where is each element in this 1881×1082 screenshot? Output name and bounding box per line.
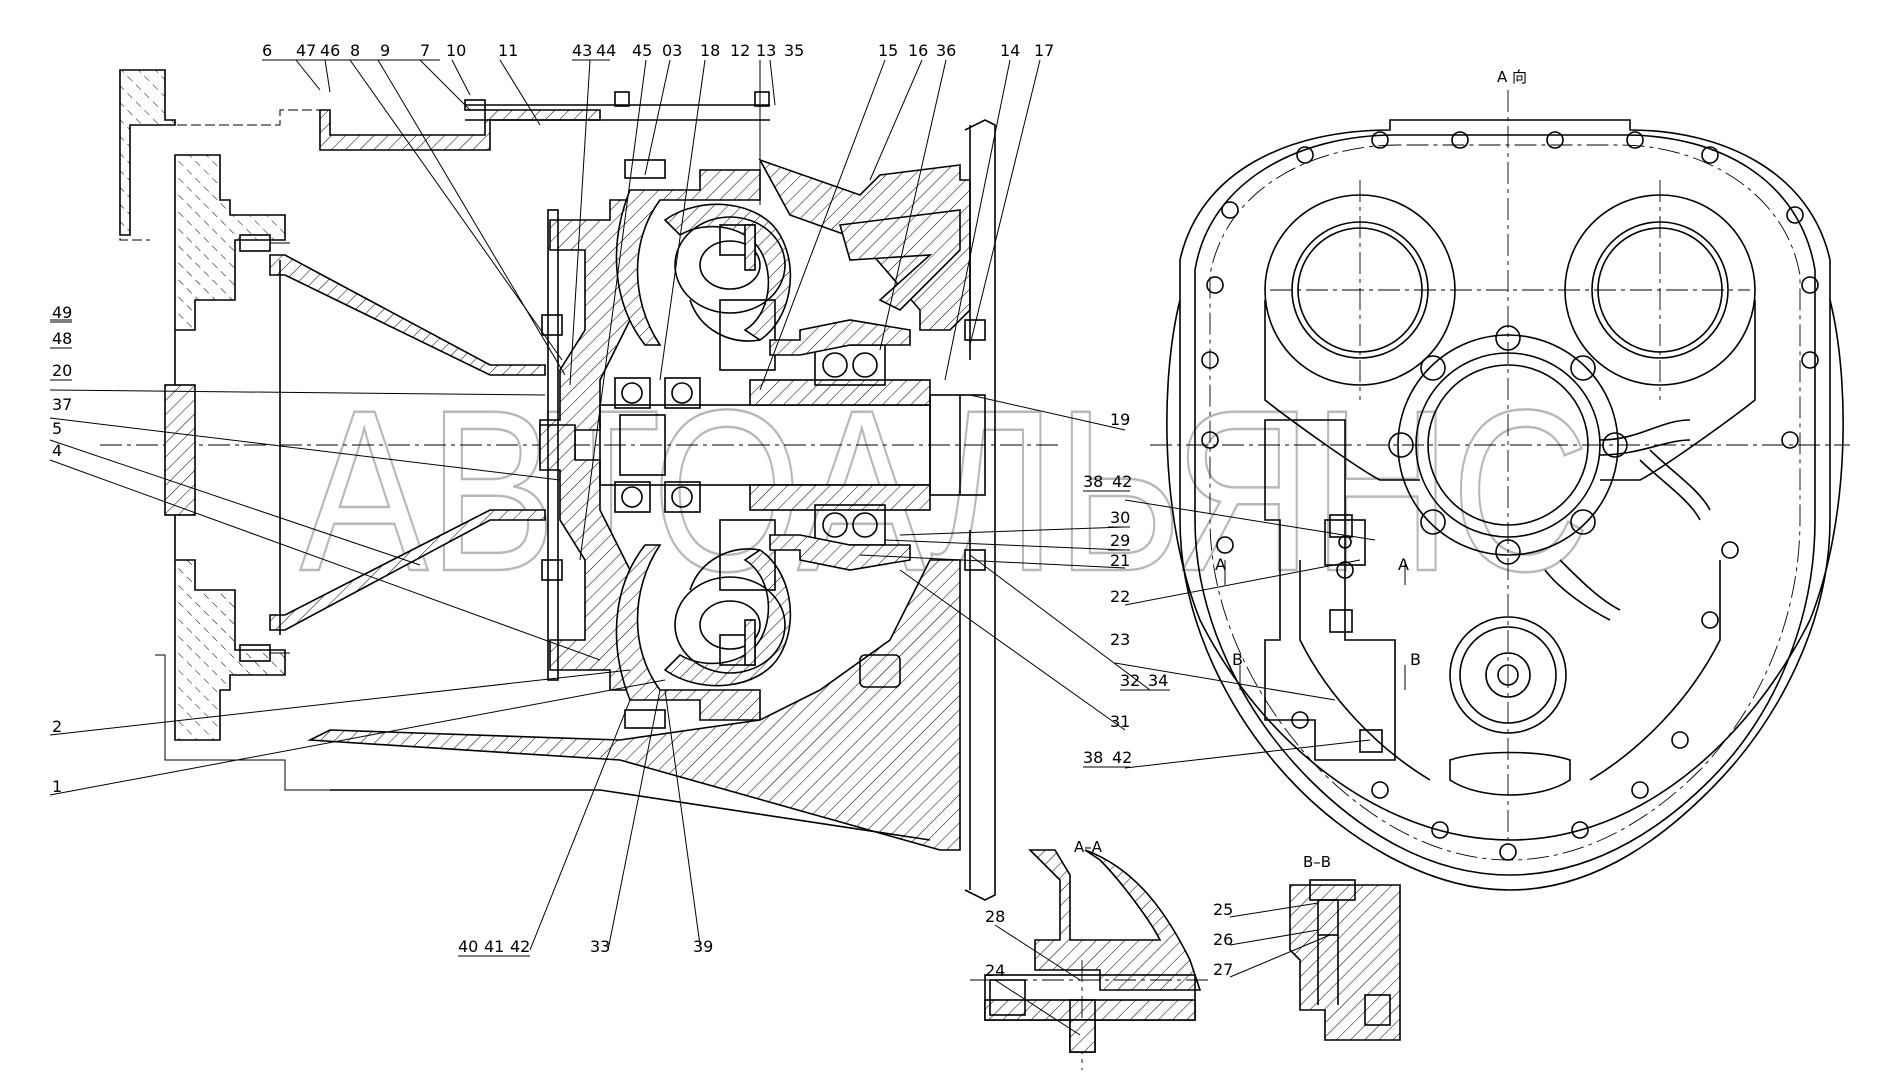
callout-33: 33	[590, 937, 610, 956]
callout-18: 18	[700, 41, 720, 60]
callout-13: 13	[756, 41, 776, 60]
callout-44: 44	[596, 41, 616, 60]
callout-4: 4	[52, 441, 62, 460]
callout-15: 15	[878, 41, 898, 60]
callout-1: 1	[52, 777, 62, 796]
section-a-a: A–A	[970, 838, 1210, 1070]
section-bb-title: B–B	[1303, 853, 1331, 871]
callout-03: 03	[662, 41, 682, 60]
callout-48: 48	[52, 329, 72, 348]
perimeter-bolts	[1201, 131, 1819, 861]
converter-lower	[663, 519, 792, 687]
main-section-view	[100, 69, 1060, 901]
callout-labels: 6 47 46 8 9 7 10 11 43 44 45 03 18 12 13…	[52, 41, 1233, 980]
section-aa-title: A–A	[1074, 838, 1103, 856]
callout-43: 43	[572, 41, 592, 60]
callout-46: 46	[320, 41, 340, 60]
callout-34: 34	[1148, 671, 1168, 690]
callout-42-lower: 42	[1112, 748, 1132, 767]
callout-29: 29	[1110, 531, 1130, 550]
callout-10: 10	[446, 41, 466, 60]
callout-37: 37	[52, 395, 72, 414]
callout-40: 40	[458, 937, 478, 956]
cut-mark-b-left: B	[1232, 650, 1243, 669]
callout-31: 31	[1110, 712, 1130, 731]
callout-35: 35	[784, 41, 804, 60]
callout-25: 25	[1213, 900, 1233, 919]
callout-19: 19	[1110, 410, 1130, 429]
hub-bolts	[1388, 325, 1628, 565]
callout-17: 17	[1034, 41, 1054, 60]
callout-38-upper: 38	[1083, 472, 1103, 491]
view-a: A 向	[1150, 68, 1850, 891]
callout-24: 24	[985, 961, 1005, 980]
callout-49: 49	[52, 303, 72, 322]
callout-42-upper: 42	[1112, 472, 1132, 491]
callout-32: 32	[1120, 671, 1140, 690]
view-a-title: A 向	[1497, 68, 1527, 86]
bearings	[614, 344, 886, 546]
callout-39: 39	[693, 937, 713, 956]
callout-9: 9	[380, 41, 390, 60]
callout-2: 2	[52, 717, 62, 736]
callout-14: 14	[1000, 41, 1020, 60]
callout-36: 36	[936, 41, 956, 60]
callout-41: 41	[484, 937, 504, 956]
callout-8: 8	[350, 41, 360, 60]
callout-12: 12	[730, 41, 750, 60]
callout-6: 6	[262, 41, 272, 60]
converter-upper	[663, 203, 792, 371]
callout-27: 27	[1213, 960, 1233, 979]
callout-5: 5	[52, 419, 62, 438]
callout-21: 21	[1110, 551, 1130, 570]
callout-45: 45	[632, 41, 652, 60]
callout-28: 28	[985, 907, 1005, 926]
callout-20: 20	[52, 361, 72, 380]
callout-30: 30	[1110, 508, 1130, 527]
callout-42-bottom: 42	[510, 937, 530, 956]
cut-mark-b-right: B	[1410, 650, 1421, 669]
cut-mark-a-right: A	[1398, 555, 1409, 574]
callout-23: 23	[1110, 630, 1130, 649]
callout-16: 16	[908, 41, 928, 60]
cut-mark-a-left: A	[1215, 555, 1226, 574]
callout-22: 22	[1110, 587, 1130, 606]
callout-7: 7	[420, 41, 430, 60]
callout-11: 11	[498, 41, 518, 60]
flywheel-bolts	[239, 234, 290, 662]
section-b-b: B–B	[1289, 853, 1401, 1041]
label-underlines	[50, 59, 1170, 957]
callout-47: 47	[296, 41, 316, 60]
callout-26: 26	[1213, 930, 1233, 949]
callout-38-lower: 38	[1083, 748, 1103, 767]
leader-lines	[49, 59, 1376, 1036]
